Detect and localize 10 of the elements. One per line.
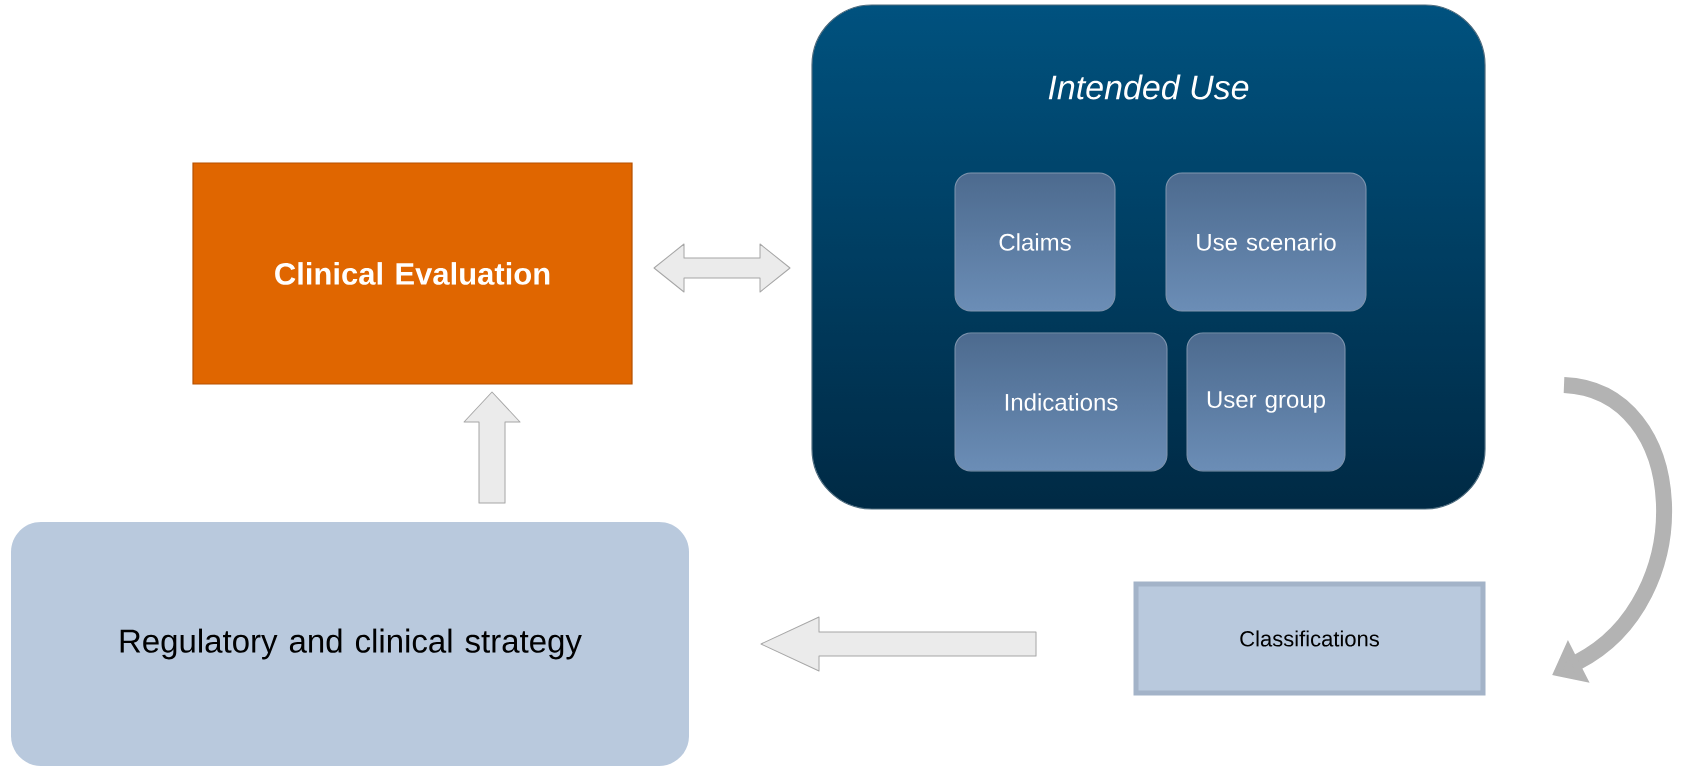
item-box: User group bbox=[1186, 332, 1346, 472]
double-arrow bbox=[653, 243, 791, 293]
item-box: Claims bbox=[954, 172, 1116, 312]
strategy-box: Regulatory and clinical strategy bbox=[11, 522, 689, 766]
block-arrow bbox=[760, 616, 1037, 672]
evaluation-box: Clinical Evaluation bbox=[192, 162, 633, 385]
block-arrow bbox=[463, 391, 521, 504]
item-box: Use scenario bbox=[1165, 172, 1367, 312]
classification-box: Classifications bbox=[1133, 581, 1486, 696]
item-box: Indications bbox=[954, 332, 1168, 472]
